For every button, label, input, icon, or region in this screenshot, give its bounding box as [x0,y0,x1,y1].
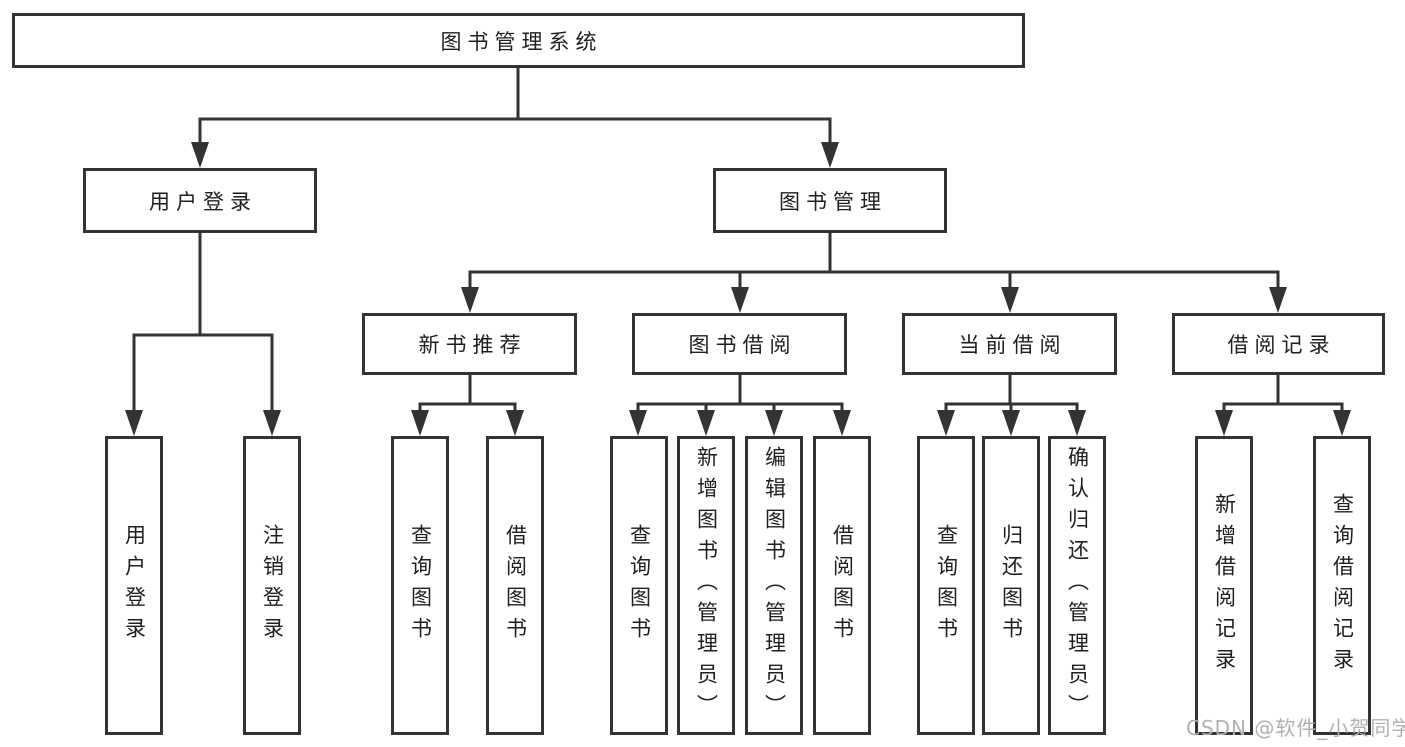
leaf-logout: 注销登录 [243,436,301,735]
node-label: 新书推荐 [418,333,527,357]
node-book-management: 图书管理 [713,168,947,233]
node-book-borrowing: 图书借阅 [632,313,847,375]
node-new-book-recommendation: 新书推荐 [362,313,577,375]
node-label: 图书管理系统 [440,29,603,54]
leaf-query-books-recommend: 查询图书 [391,436,449,735]
leaf-edit-book-admin: 编辑图书（管理员） [745,436,803,735]
node-user-login: 用户登录 [83,168,317,233]
node-library-system: 图书管理系统 [12,13,1025,68]
node-label: 归还图书 [999,523,1024,648]
node-borrowing-records: 借阅记录 [1172,313,1385,375]
leaf-add-borrow-record: 新增借阅记录 [1195,436,1253,735]
leaf-query-books-borrow: 查询图书 [610,436,668,735]
node-label: 新增图书（管理员） [694,446,719,725]
node-label: 当前借阅 [958,333,1067,357]
leaf-borrow-books-recommend: 借阅图书 [486,436,544,735]
node-label: 图书借阅 [688,333,797,357]
node-label: 编辑图书（管理员） [762,446,787,725]
node-label: 查询图书 [408,523,433,648]
node-label: 新增借阅记录 [1212,492,1237,679]
leaf-return-book: 归还图书 [982,436,1040,735]
node-label: 确认归还（管理员） [1065,446,1090,725]
leaf-query-books-current: 查询图书 [917,436,975,735]
node-label: 注销登录 [260,523,285,648]
node-label: 借阅图书 [503,523,528,648]
node-label: 借阅记录 [1227,333,1336,357]
node-label: 图书管理 [779,189,887,214]
leaf-add-book-admin: 新增图书（管理员） [677,436,735,735]
arrowheads [125,142,1351,436]
node-label: 查询图书 [934,523,959,648]
node-label: 用户登录 [122,523,147,648]
node-label: 查询借阅记录 [1330,492,1355,679]
leaf-query-borrow-record: 查询借阅记录 [1313,436,1371,735]
leaf-borrow-books: 借阅图书 [813,436,871,735]
csdn-watermark: CSDN @软件_小贺同学 [1186,716,1405,740]
leaf-confirm-return-admin: 确认归还（管理员） [1048,436,1106,735]
leaf-user-login: 用户登录 [105,436,163,735]
node-current-borrowing: 当前借阅 [902,313,1117,375]
node-label: 用户登录 [149,189,257,214]
node-label: 查询图书 [627,523,652,648]
node-label: 借阅图书 [830,523,855,648]
